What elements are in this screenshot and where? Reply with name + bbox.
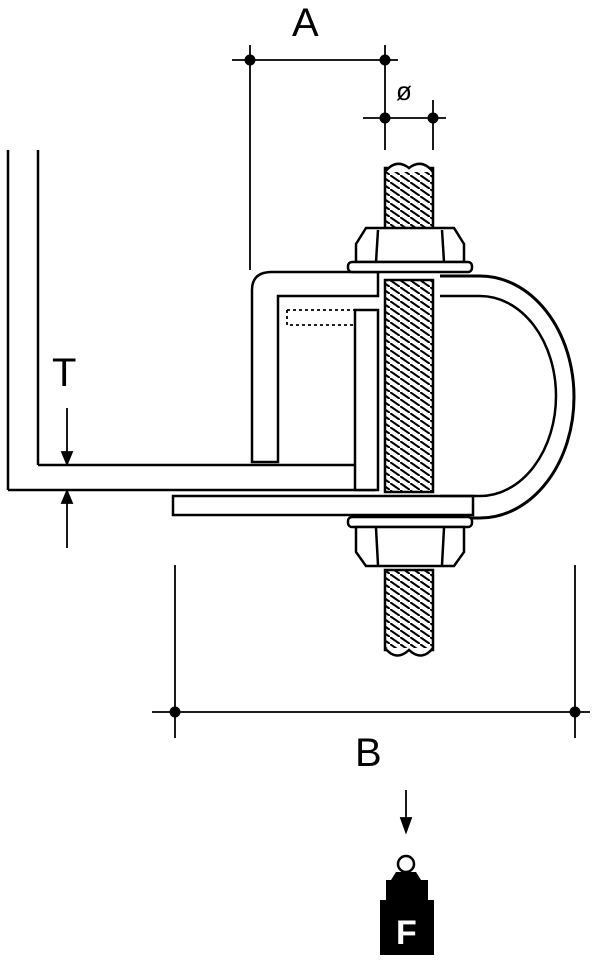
dimension-diameter: [363, 100, 446, 150]
load-arrow: [399, 790, 413, 835]
dimension-t-label: T: [52, 351, 76, 395]
weight-icon: [380, 854, 434, 955]
weight-label: F: [396, 914, 417, 952]
dimension-b: [152, 565, 590, 738]
dimension-diameter-label: ø: [396, 76, 412, 106]
u-bolt: [440, 274, 576, 520]
threaded-rod: [383, 162, 435, 657]
dimension-a-label: A: [292, 1, 319, 45]
dimension-b-label: B: [355, 731, 382, 775]
dimension-t: [60, 408, 74, 548]
top-nut: [346, 226, 474, 274]
back-plate: [171, 494, 475, 517]
bracket: [250, 270, 380, 492]
bottom-nut: [346, 515, 474, 568]
channel-profile: [6, 150, 375, 492]
